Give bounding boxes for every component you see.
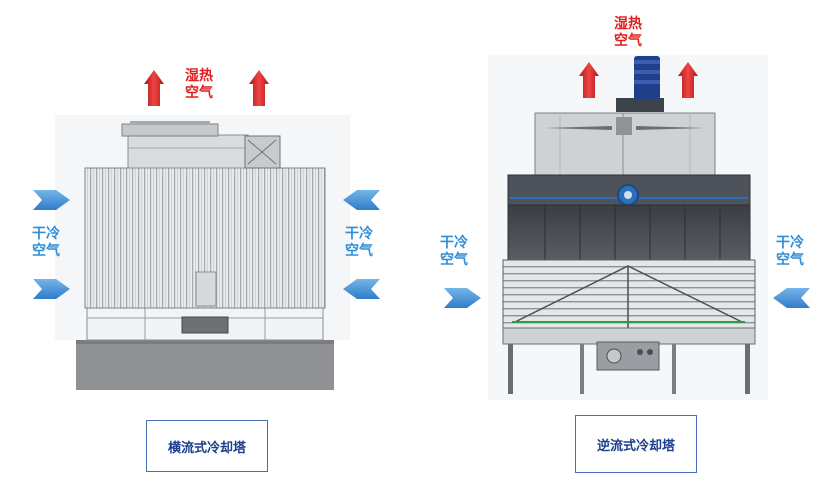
counterflow-caption: 逆流式冷却塔 (575, 415, 697, 473)
hot-air-arrow-icon (678, 62, 698, 98)
fan-motor-icon (616, 56, 664, 112)
cold-air-arrow-icon (773, 288, 810, 308)
cold-air-arrow-icon (33, 279, 70, 299)
cold-air-arrow-icon (343, 190, 380, 210)
cold-air-label: 干冷 空气 (440, 235, 468, 268)
crossflow-caption: 横流式冷却塔 (146, 420, 268, 472)
hot-air-label: 湿热 空气 (185, 68, 213, 101)
caption-text: 逆流式冷却塔 (596, 438, 675, 454)
cold-air-arrow-icon (444, 288, 481, 308)
hot-air-label: 湿热 空气 (614, 16, 642, 49)
hot-air-arrow-icon (144, 70, 164, 106)
crossflow-tower-image (55, 115, 350, 390)
cold-air-label: 干冷 空气 (32, 226, 60, 259)
cold-air-label: 干冷 空气 (345, 226, 373, 259)
hot-air-arrow-icon (579, 62, 599, 98)
cold-air-arrow-icon (33, 190, 70, 210)
counterflow-tower-image (488, 55, 768, 400)
hot-air-arrow-icon (249, 70, 269, 106)
cold-air-arrow-icon (343, 279, 380, 299)
cold-air-label: 干冷 空气 (776, 235, 804, 268)
caption-text: 横流式冷却塔 (167, 440, 246, 456)
